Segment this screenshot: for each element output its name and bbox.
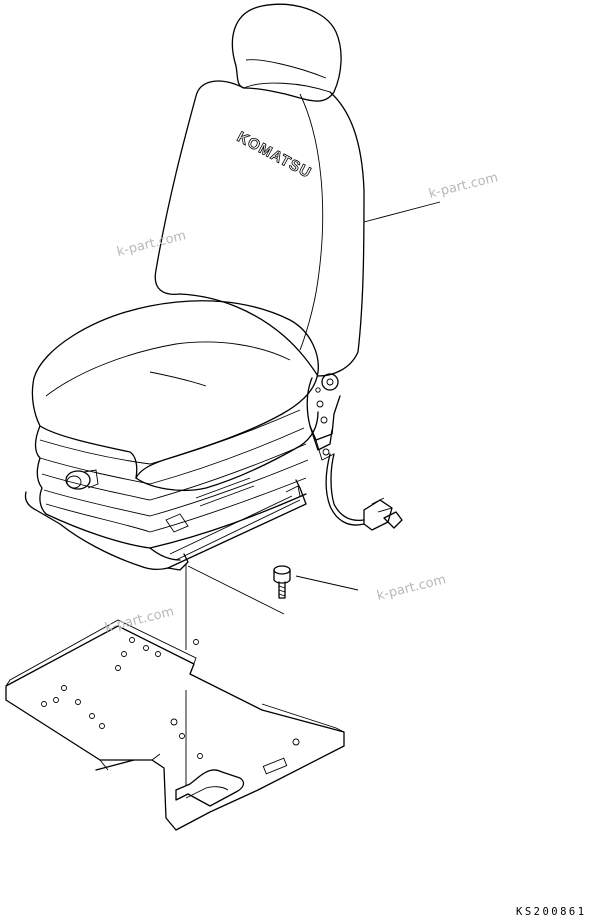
recline-hinge [306, 373, 341, 461]
backrest: KOMATSU [154, 80, 365, 377]
watermark-1: k-part.com [427, 170, 499, 202]
height-knob [65, 470, 91, 490]
watermark-3: k-part.com [375, 572, 447, 604]
connector [363, 499, 393, 531]
leader-lines [185, 201, 441, 786]
mounting-bolt [273, 565, 291, 599]
figure-code: KS200861 [516, 906, 587, 918]
slide-rail [24, 479, 307, 571]
seat-cushion [31, 300, 319, 491]
mounting-plate [5, 619, 345, 831]
watermark-2: k-part.com [115, 228, 187, 260]
watermark-4: k-part.com [103, 604, 175, 636]
wire-harness [325, 453, 403, 531]
suspension-bellows [34, 409, 309, 561]
brand-logo-text: KOMATSU [234, 129, 314, 182]
